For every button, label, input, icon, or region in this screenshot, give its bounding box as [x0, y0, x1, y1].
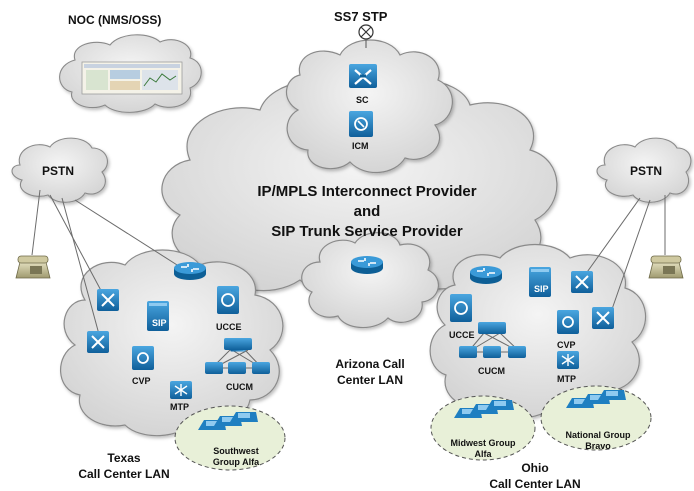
arizona-router-icon	[350, 255, 384, 275]
ss7-stp-label: SS7 STP	[334, 9, 388, 24]
national-group-area	[540, 385, 652, 451]
arizona-cloud	[301, 232, 439, 329]
ohio-ucce-icon	[450, 294, 472, 322]
ohio-switch-1-icon	[570, 270, 594, 294]
ohio-cucm-cluster-icon	[459, 322, 526, 358]
texas-switch-1-icon	[96, 288, 120, 312]
southwest-group-line2: Group Alfa	[213, 457, 260, 467]
texas-ucce-label: UCCE	[216, 322, 242, 332]
southwest-group-area	[174, 405, 286, 471]
ss7-stp-symbol-icon	[358, 24, 374, 48]
noc-console-screenshot	[81, 61, 183, 95]
texas-mtp-icon	[170, 381, 192, 399]
ohio-cvp-icon	[557, 310, 579, 334]
ohio-ucce-label: UCCE	[449, 330, 475, 340]
texas-router-icon	[173, 261, 207, 281]
midwest-group-area	[430, 395, 536, 461]
southwest-group-line1: Southwest	[213, 446, 259, 456]
ohio-switch-2-icon	[591, 306, 615, 330]
pstn-right-phone-icon	[648, 255, 684, 279]
texas-sip-server-icon	[147, 301, 169, 331]
texas-switch-2-icon	[86, 330, 110, 354]
ss7-cloud	[286, 39, 453, 174]
texas-cucm-cluster-icon	[205, 338, 270, 374]
ohio-sip-label: SIP	[534, 284, 549, 294]
ohio-mtp-label: MTP	[557, 374, 576, 384]
ohio-label-line2: Call Center LAN	[489, 477, 580, 491]
ohio-router-icon	[469, 265, 503, 285]
sc-label: SC	[356, 95, 369, 105]
texas-cvp-icon	[132, 346, 154, 370]
ohio-mtp-icon	[557, 351, 579, 369]
midwest-group-line1: Midwest Group	[451, 438, 517, 448]
national-group-line2: Bravo	[585, 441, 611, 451]
provider-title-line2: and	[354, 203, 381, 220]
texas-cvp-label: CVP	[132, 376, 151, 386]
arizona-label-line2: Center LAN	[337, 373, 403, 387]
midwest-group-line2: Alfa	[474, 449, 492, 459]
noc-label: NOC (NMS/OSS)	[68, 13, 161, 27]
provider-title-line3: SIP Trunk Service Provider	[271, 223, 463, 240]
pstn-left-cloud	[11, 137, 108, 203]
pstn-left-label: PSTN	[42, 164, 74, 178]
texas-cucm-label: CUCM	[226, 382, 253, 392]
sc-device-icon	[349, 64, 377, 88]
provider-title-line1: IP/MPLS Interconnect Provider	[257, 183, 476, 200]
pstn-right-label: PSTN	[630, 164, 662, 178]
national-group-line1: National Group	[566, 430, 632, 440]
ohio-label-line1: Ohio	[521, 461, 548, 475]
pstn-right-cloud	[596, 137, 692, 203]
icm-label: ICM	[352, 141, 369, 151]
texas-sip-label: SIP	[152, 318, 167, 328]
pstn-left-phone-icon	[15, 255, 51, 279]
texas-label-line2: Call Center LAN	[78, 467, 169, 481]
texas-ucce-icon	[217, 286, 239, 314]
icm-device-icon	[349, 111, 373, 137]
ohio-cucm-label: CUCM	[478, 366, 505, 376]
ohio-sip-server-icon	[529, 267, 551, 297]
ohio-cvp-label: CVP	[557, 340, 576, 350]
texas-mtp-label: MTP	[170, 402, 189, 412]
arizona-label-line1: Arizona Call	[335, 357, 404, 371]
texas-label-line1: Texas	[107, 451, 140, 465]
